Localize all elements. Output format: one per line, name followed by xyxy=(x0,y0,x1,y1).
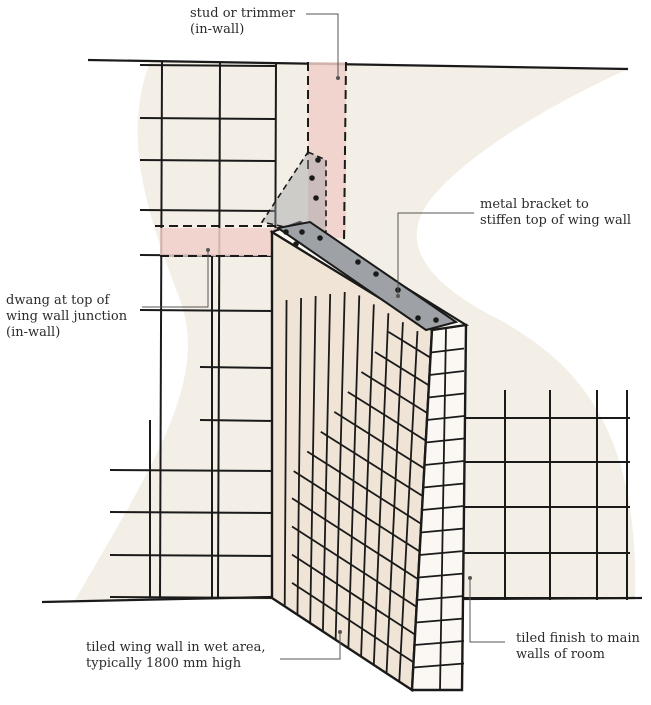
tile-joint xyxy=(296,297,302,615)
tile-joint xyxy=(139,209,277,212)
bracket-screw-hole xyxy=(355,259,361,265)
metal-bracket xyxy=(260,150,459,332)
leader-finish xyxy=(469,580,505,643)
tile-joint xyxy=(360,371,428,414)
tile-joint xyxy=(347,391,427,442)
bracket-strap xyxy=(275,220,459,332)
tile-joint xyxy=(429,370,465,376)
leader-lines xyxy=(142,13,505,660)
bracket-screw-hole xyxy=(373,271,379,277)
label-line: tiled finish to main xyxy=(516,631,640,646)
bracket-screw-hole xyxy=(313,195,319,201)
tile-joint xyxy=(372,313,390,665)
tile-joint xyxy=(439,327,447,691)
tile-joint xyxy=(109,596,277,599)
tile-joint xyxy=(414,640,465,646)
tile-joint xyxy=(139,117,277,120)
leader-finish-dot xyxy=(468,576,472,580)
tile-joint xyxy=(139,309,277,312)
tile-joint xyxy=(387,331,431,359)
tile-joint xyxy=(426,415,465,421)
in-wall-timber xyxy=(155,61,347,257)
label-line: wing wall junction xyxy=(6,309,128,324)
label-line: walls of room xyxy=(516,647,605,662)
label-line: (in-wall) xyxy=(6,325,61,340)
leader-wing-wall-dot xyxy=(338,630,342,634)
label-line: stud or trimmer xyxy=(190,6,296,21)
bracket-screw-hole xyxy=(299,229,305,235)
leader-stud xyxy=(306,13,339,76)
leader-dwang xyxy=(142,252,209,308)
label-line: dwang at top of xyxy=(6,293,110,308)
stud-edge xyxy=(343,61,347,241)
tile-joint xyxy=(398,331,419,682)
bracket-screw-hole xyxy=(293,241,299,247)
bracket-screw-hole xyxy=(433,317,439,323)
tile-joint xyxy=(291,497,419,580)
label-metal-bracket: metal bracket to stiffen top of wing wal… xyxy=(480,197,631,229)
leader-wing-wall xyxy=(280,634,341,660)
tile-joint xyxy=(109,511,277,514)
ceiling-line xyxy=(87,58,629,71)
label-line: typically 1800 mm high xyxy=(86,656,242,671)
tile-joint xyxy=(309,295,317,624)
tile-joint xyxy=(333,411,425,470)
label-tiled-finish: tiled finish to main walls of room xyxy=(516,631,640,663)
tile-joint xyxy=(428,392,465,399)
bracket-screw-hole xyxy=(317,235,323,241)
main-wall-tile-grid xyxy=(41,58,643,604)
label-dwang: dwang at top of wing wall junction (in-w… xyxy=(6,293,127,341)
label-line: metal bracket to xyxy=(480,197,589,212)
tile-joint xyxy=(109,554,277,557)
tile-joint xyxy=(320,430,424,497)
label-line: tiled wing wall in wet area, xyxy=(86,640,266,655)
leader-dwang-dot xyxy=(206,248,210,252)
bracket-screw-hole xyxy=(415,315,421,321)
tile-joint xyxy=(413,662,465,669)
tile-joint xyxy=(385,322,404,674)
tile-joint xyxy=(139,159,277,162)
stud-timber xyxy=(308,62,346,238)
tile-joint xyxy=(360,304,375,657)
leader-bracket-dot xyxy=(396,294,400,298)
tile-joint xyxy=(109,469,277,472)
leader-stud-dot xyxy=(336,76,340,80)
tile-joint xyxy=(415,617,465,624)
tile-joint xyxy=(293,470,421,553)
dwang-timber xyxy=(160,228,280,256)
label-line: stiffen top of wing wall xyxy=(480,213,632,228)
leader-bracket xyxy=(397,212,474,294)
bracket-screw-hole xyxy=(309,175,315,181)
tile-joint xyxy=(416,595,465,601)
tile-joint xyxy=(291,582,415,664)
tile-joint xyxy=(334,291,346,640)
tile-joint xyxy=(291,553,416,636)
tile-joint xyxy=(347,295,361,649)
tile-joint xyxy=(139,64,277,67)
tile-joint xyxy=(291,525,418,608)
label-line: (in-wall) xyxy=(190,22,245,37)
label-tiled-wing-wall: tiled wing wall in wet area, typically 1… xyxy=(86,640,266,672)
tile-joint xyxy=(217,61,221,599)
tile-joint xyxy=(159,61,163,599)
bracket-screw-hole xyxy=(315,157,321,163)
tile-joint xyxy=(306,450,422,525)
label-stud-or-trimmer: stud or trimmer (in-wall) xyxy=(190,6,295,38)
tile-joint xyxy=(430,347,465,354)
bracket-screw-hole xyxy=(283,229,289,235)
tile-joint xyxy=(283,299,288,607)
tile-joint xyxy=(374,351,430,387)
